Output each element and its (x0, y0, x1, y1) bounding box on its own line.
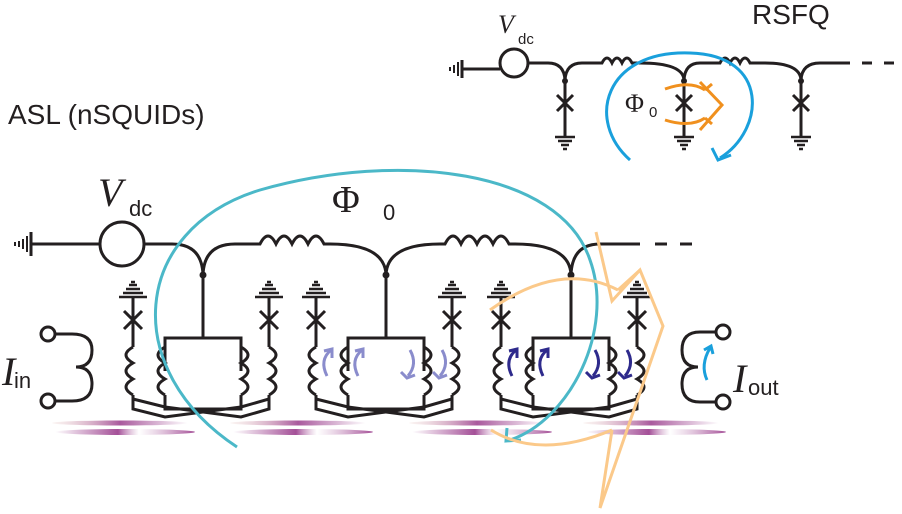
rsfq-flux-label: Φ (625, 89, 644, 118)
bias-line-streaks (52, 420, 726, 435)
asl-signal-line (144, 234, 640, 276)
rsfq-vdc-subscript: dc (518, 31, 534, 48)
josephson-junction (119, 280, 147, 397)
output-current-subscript: out (748, 375, 779, 400)
ground-icon (449, 60, 464, 78)
streak (52, 420, 188, 426)
nsquid-cell-2 (302, 271, 466, 419)
rsfq-circuit: RSFQ V dc (449, 0, 894, 162)
asl-flux-arrow (489, 231, 665, 509)
rsfq-title: RSFQ (752, 0, 830, 30)
nsquid-cell-3 (487, 271, 651, 419)
asl-vdc-subscript: dc (129, 196, 152, 221)
josephson-junction (302, 280, 330, 397)
asl-loop-arrow (153, 168, 599, 449)
streak (586, 429, 726, 435)
rsfq-junction-1 (555, 78, 575, 151)
asl-circuit: ASL (nSQUIDs) V dc Φ 0 I in (1, 99, 779, 509)
streak (412, 429, 552, 435)
rsfq-flux-subscript: 0 (649, 104, 657, 121)
josephson-junction (623, 280, 651, 397)
asl-vdc-label: V (98, 170, 127, 215)
streak (55, 429, 195, 435)
rsfq-flux-arrow (664, 80, 725, 131)
rsfq-loop-arrow (605, 51, 754, 162)
josephson-junction (255, 280, 283, 397)
rsfq-voltage-source (498, 47, 530, 79)
josephson-junction (487, 280, 515, 397)
nsquid-cell-1 (119, 271, 283, 419)
asl-flux-label: Φ (332, 179, 360, 221)
output-current-label: I (732, 356, 748, 401)
streak (583, 420, 719, 426)
output-current-arrow (702, 347, 712, 381)
input-current-subscript: in (14, 368, 31, 393)
asl-title: ASL (nSQUIDs) (8, 99, 205, 130)
streak (233, 429, 373, 435)
ground-icon (14, 232, 33, 256)
input-transformer (39, 325, 94, 410)
rsfq-vdc-label: V (498, 10, 517, 39)
output-transformer (680, 323, 732, 411)
asl-flux-subscript: 0 (383, 200, 395, 225)
josephson-junction (438, 280, 466, 397)
streak (230, 420, 366, 426)
input-current-label: I (1, 349, 17, 394)
rsfq-signal-line (528, 56, 850, 81)
rsfq-junction-3 (791, 78, 811, 151)
rsfq-junction-2 (674, 78, 694, 151)
asl-voltage-source (98, 220, 146, 268)
rsfq-loop-arrowhead (710, 147, 732, 162)
streak (409, 420, 545, 426)
